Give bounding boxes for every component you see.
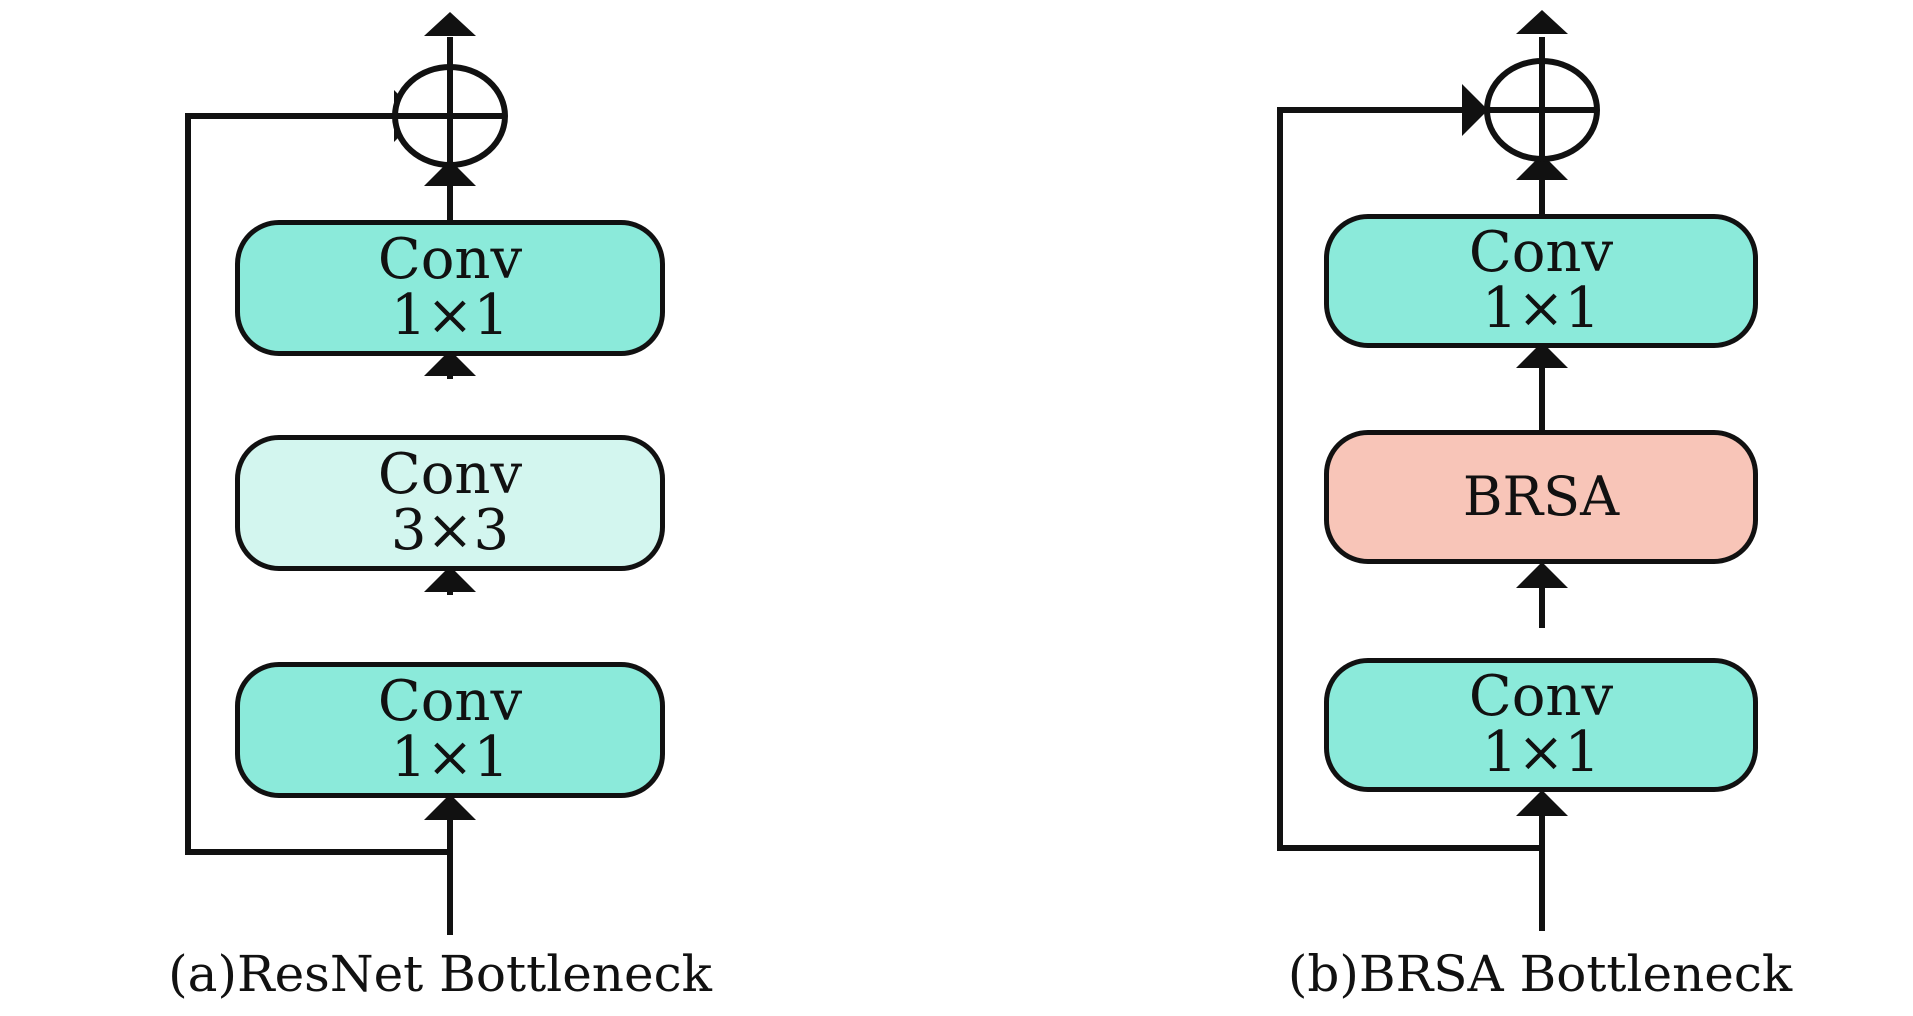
block-label-line2: 1×1 — [1481, 720, 1601, 785]
block-label-line1: Conv — [377, 442, 523, 507]
b-arrowhead-out — [1516, 10, 1568, 34]
block-label-line1: BRSA — [1462, 465, 1620, 528]
block-label-line1: Conv — [1468, 664, 1614, 729]
b-arrowhead-3 — [1516, 154, 1568, 180]
caption-a: (a)ResNet Bottleneck — [168, 945, 712, 1003]
a-arrowhead-1 — [424, 566, 476, 592]
b-arrowhead-skip — [1462, 84, 1488, 136]
a-add-node — [392, 64, 508, 168]
a-arrowhead-2 — [424, 350, 476, 376]
block-label-line2: 1×1 — [390, 725, 510, 790]
b-arrowhead-2 — [1516, 342, 1568, 368]
block-label-line1: Conv — [1468, 220, 1614, 285]
block-label-line2: 3×3 — [390, 498, 510, 563]
a-block-conv-1x1-bottom: Conv 1×1 — [235, 662, 665, 798]
caption-b: (b)BRSA Bottleneck — [1287, 945, 1793, 1003]
a-arrowhead-out — [424, 12, 476, 36]
block-label-line1: Conv — [377, 227, 523, 292]
b-block-conv-1x1-bottom: Conv 1×1 — [1324, 658, 1758, 792]
a-arrowhead-3 — [424, 160, 476, 186]
block-label-line2: 1×1 — [1481, 276, 1601, 341]
b-arrowhead-1 — [1516, 562, 1568, 588]
a-arrowhead-in — [424, 794, 476, 820]
b-add-node — [1484, 58, 1600, 162]
b-arrowhead-in — [1516, 790, 1568, 816]
b-block-conv-1x1-top: Conv 1×1 — [1324, 214, 1758, 348]
a-block-conv-1x1-top: Conv 1×1 — [235, 220, 665, 356]
block-label-line2: 1×1 — [390, 283, 510, 348]
a-block-conv-3x3: Conv 3×3 — [235, 435, 665, 571]
a-skip-connection — [185, 113, 453, 855]
b-skip-connection — [1277, 107, 1545, 851]
b-block-brsa: BRSA — [1324, 430, 1758, 564]
block-label-line1: Conv — [377, 669, 523, 734]
